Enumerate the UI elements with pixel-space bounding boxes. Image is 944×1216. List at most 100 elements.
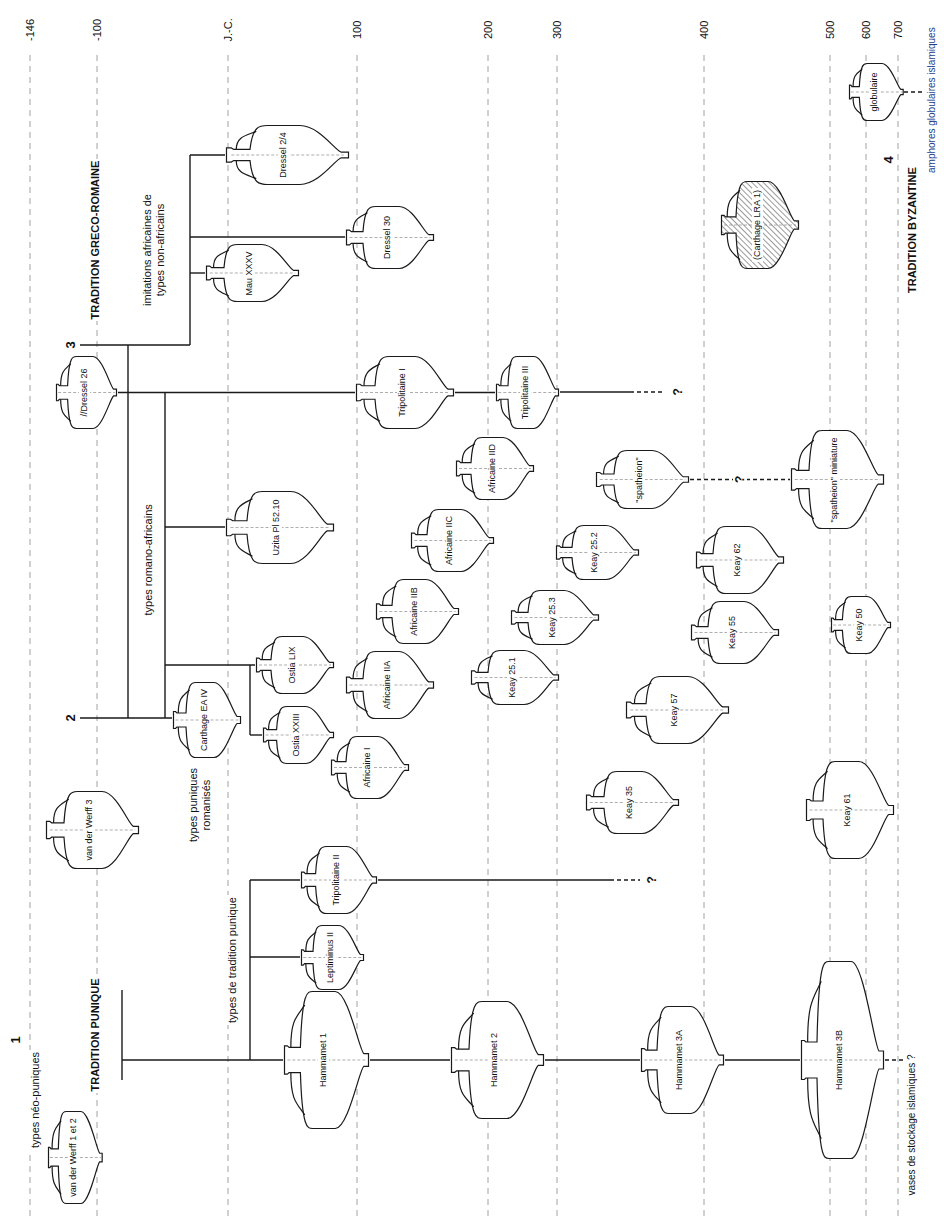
amphora-body [512,591,599,645]
amphora-node: van der Werff 3 [45,790,140,870]
group-number: 4 [881,154,896,165]
year-label: 600 [860,19,873,41]
tree-line [250,956,300,957]
type-name: Ostia LIX [287,645,298,686]
tree-line [190,154,225,155]
label-holder: 700 [892,19,905,41]
tree-line [190,236,345,237]
label-holder: amphores globulaires islamiques [926,25,938,175]
type-name: Africaine IIB [409,585,420,638]
type-name: Keay 61 [842,791,853,828]
amphora-body [47,792,139,869]
amphora-node: Hammamet 3B [800,960,885,1160]
amphora-body [207,245,299,302]
year-label: 100 [351,19,364,41]
amphora-node: "spatheion" miniature [790,430,885,531]
type-name: Carthage EA IV [199,687,210,753]
type-name: van der Werff 1 et 2 [68,1116,79,1199]
group-label: types puniques romanisés [187,763,213,847]
tree-line [378,879,610,880]
tree-line [127,345,128,718]
amphora-node: (Carthage LRA 1) [720,180,800,270]
amphora-node: Dressel 2/4 [225,124,350,186]
amphora-body [792,431,884,529]
label-holder: 300 [551,19,564,41]
amphora-node: Keay 62 [695,525,785,595]
group-label: types néo-puniques [29,1050,42,1150]
type-name: Keay 25.2 [589,530,600,575]
amphora-body [642,1007,724,1114]
tree-line [189,155,190,345]
label-holder: 200 [482,19,495,41]
label-holder: TRADITION BYZANTINE [906,165,919,295]
label-holder: 400 [698,19,711,41]
label-holder: types puniques romanisés [187,763,213,847]
amphora-body [697,527,784,594]
amphora-node: Tripolitaine II [300,845,378,915]
lineage-line [545,1059,640,1060]
type-name: Tripolitaine I [397,366,408,419]
amphora-body [264,707,334,764]
type-name: Keay 55 [727,614,738,651]
type-name: Hammamet 3A [674,1028,685,1092]
amphora-body [832,597,891,654]
amphora-node: Hammamet 3A [640,1005,725,1115]
amphora-body [377,580,459,644]
amphora-node: globulaire [848,62,905,122]
amphora-handle [307,853,319,907]
tree-line [165,664,255,665]
label-holder: ? [671,386,685,397]
amphora-node: Keay 25.2 [555,524,640,581]
type-name: "spatheion" miniature [829,436,840,525]
tree-line [885,1059,903,1060]
label-holder: TRADITION GRECO-ROMAINE [89,159,102,322]
amphora-body [48,1112,102,1204]
amphora-body [627,677,729,744]
label-holder: J.-C. [222,16,235,43]
amphora-body [257,637,334,694]
amphora-node: Keay 25.1 [470,649,560,706]
type-name: Hammamet 1 [318,1031,329,1089]
amphora-node: Ostia XXIII [262,705,335,765]
label-holder: 1 [8,1034,23,1045]
label-holder: types néo-puniques [29,1050,42,1150]
amphora-node: Hammamet 2 [450,1000,545,1120]
amphora-body [452,1002,544,1119]
amphora-node: van der Werff 1 et 2 [47,1110,104,1205]
label-holder: 4 [881,154,896,165]
continuation-note: amphores globulaires islamiques [926,25,938,175]
type-name: Tripolitaine III [520,364,531,422]
type-name: Hammamet 2 [489,1031,500,1089]
lineage-line [370,1059,450,1060]
label-holder: types romano-africains [142,502,155,617]
tradition-heading: TRADITION GRECO-ROMAINE [89,159,102,322]
amphora-node: "spatheion" [595,450,690,511]
amphora-body [285,992,369,1129]
amphora-body [457,438,534,500]
amphora-node: Africaine IIC [410,508,495,573]
lineage-line [118,392,355,393]
type-name: Africaine IIC [444,514,455,567]
tree-line [80,344,190,345]
amphora-body [597,451,689,509]
tree-line [904,91,922,92]
type-name: Keay 35 [624,784,635,821]
amphora-node: Tripolitaine III [495,355,560,430]
tree-line [249,880,250,1060]
year-line [228,55,229,1216]
group-number: 1 [8,1034,23,1045]
amphora-body [802,962,884,1159]
edge-label-holder: ? [733,474,747,485]
tree-line [80,717,172,718]
type-name: Dressel 2/4 [278,130,289,180]
amphora-body [227,492,334,564]
group-label: types romano-africains [142,502,155,617]
amphora-body [347,207,434,269]
amphora-body [302,847,377,914]
year-label: 300 [551,19,564,41]
edge-label: ? [733,474,747,485]
label-holder: imitations africaines de types non-afric… [141,186,167,315]
tradition-heading: TRADITION BYZANTINE [906,165,919,295]
type-name: van der Werff 3 [84,797,95,862]
